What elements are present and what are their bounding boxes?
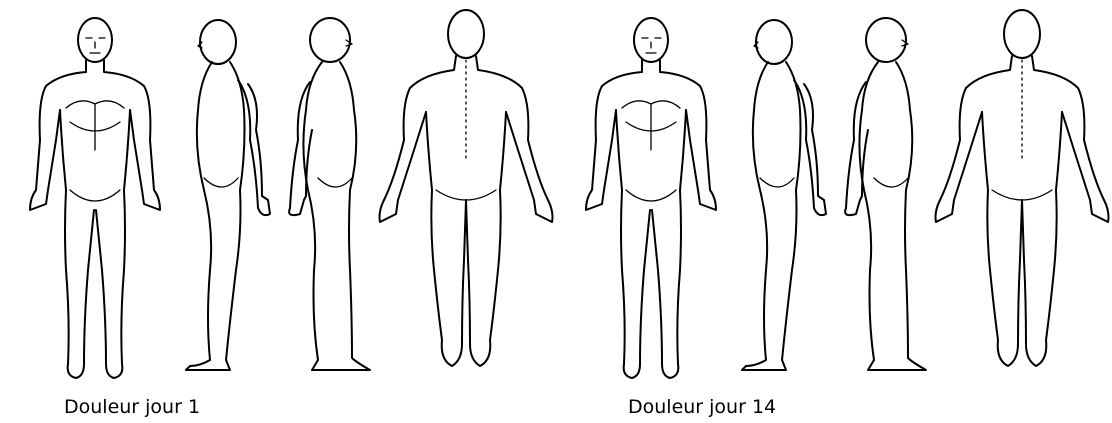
figure-front-view — [30, 18, 160, 378]
chart-caption: Douleur jour 1 — [64, 396, 200, 418]
chart-caption: Douleur jour 14 — [628, 396, 776, 418]
body-chart-day-14: Douleur jour 14 — [556, 0, 1112, 423]
figure-side-view-right — [289, 18, 370, 370]
figure-side-view-left — [186, 20, 270, 370]
figure-back-view — [380, 10, 553, 366]
body-chart-day-1: Douleur jour 1 — [0, 0, 556, 423]
body-figures-set — [556, 0, 1112, 390]
figure-back-view — [936, 10, 1109, 366]
figure-front-view — [586, 18, 716, 378]
figure-side-view-left — [742, 20, 826, 370]
figure-side-view-right — [845, 18, 926, 370]
body-figures-set — [0, 0, 556, 390]
